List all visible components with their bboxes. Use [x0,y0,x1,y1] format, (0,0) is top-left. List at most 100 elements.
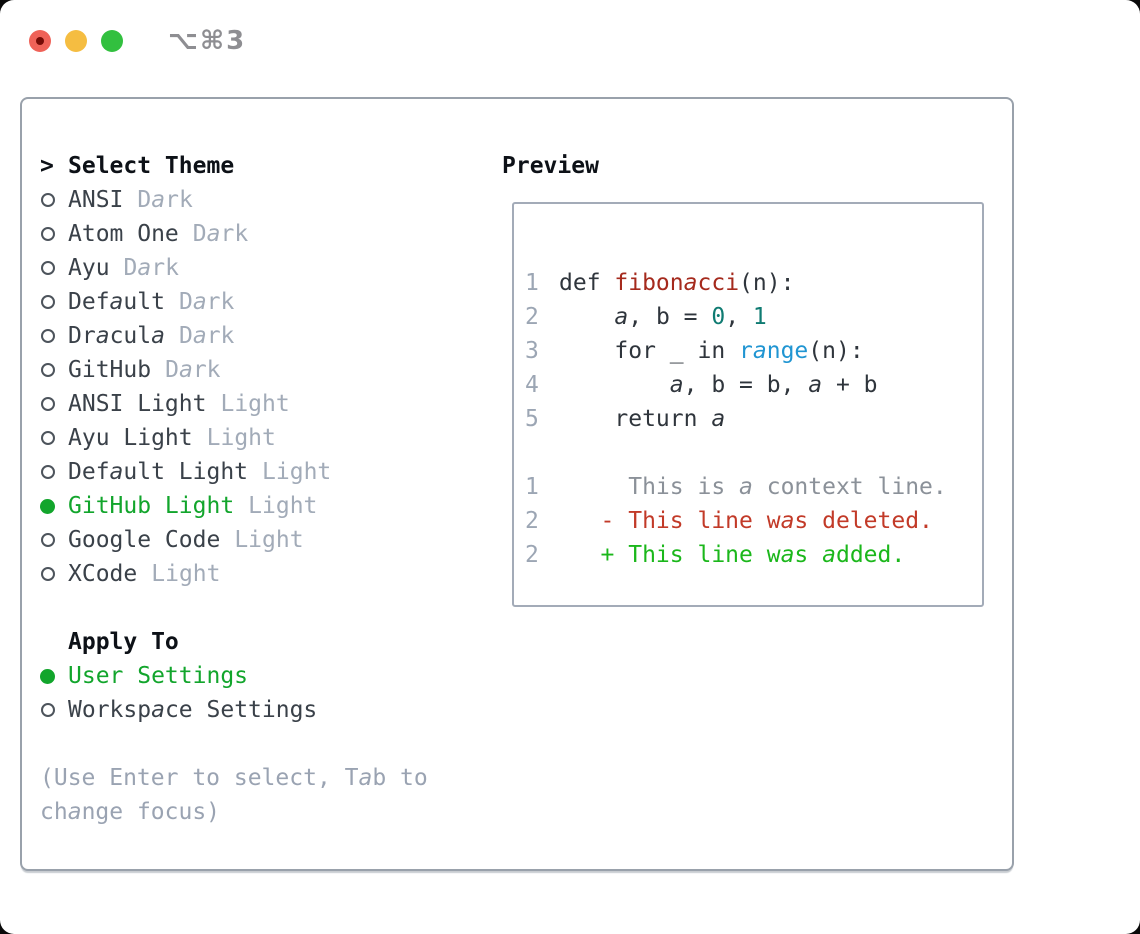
spacer [40,591,460,625]
apply-to-list: User Settings Workspace Settings [40,659,460,727]
code-line: 1 This is a context line. [525,470,978,504]
code-line: 3 for _ in range(n): [525,334,978,368]
theme-option[interactable]: ANSI Light Light [40,387,460,421]
code-line: 5 return a [525,402,978,436]
theme-variant-tag: Light [206,425,276,451]
apply-to-option-label: Workspace Settings [68,697,318,723]
theme-name-label: ANSI Light [68,391,207,417]
theme-name-label: Dracula [68,323,165,349]
prompt-caret-icon: > [40,153,54,179]
window-title-shortcut: ⌥⌘3 [168,26,247,56]
code-segment-function: fibonacci [614,270,740,296]
radio-icon [40,193,55,207]
theme-option[interactable]: Ayu Dark [40,251,460,285]
apply-to-option-label: User Settings [68,663,249,689]
line-number [525,436,539,470]
code-segment-code: def [559,270,615,296]
code-segment-code: a, b = b, a + b [669,372,878,398]
line-number: 1 [525,270,539,296]
code-segment-added: + This line was added. [559,542,906,568]
theme-name-label: Ayu Light [68,425,193,451]
line-number: 2 [525,304,539,330]
radio-icon [40,329,55,343]
theme-name-label: Default Light [68,459,249,485]
code-line: 2 + This line was added. [525,538,978,572]
code-line [525,436,978,470]
theme-option[interactable]: Dracula Dark [40,319,460,353]
theme-option[interactable]: GitHub Light Light [40,489,460,523]
theme-variant-tag: Dark [165,357,221,383]
theme-name-label: GitHub Light [68,493,235,519]
apply-to-option[interactable]: Workspace Settings [40,693,460,727]
code-segment-code: for _ in [559,338,740,364]
theme-name-label: Ayu [68,255,110,281]
select-theme-title: Select Theme [68,153,235,179]
theme-variant-tag: Light [234,527,304,553]
theme-name-label: ANSI [68,187,124,213]
line-number: 5 [525,406,539,432]
theme-option[interactable]: Ayu Light Light [40,421,460,455]
theme-list: ANSI Dark Atom One Dark Ayu Dark Default… [40,183,460,591]
theme-variant-tag: Dark [178,289,235,315]
theme-variant-tag: Dark [192,221,249,247]
theme-name-label: Google Code [68,527,221,553]
code-segment-code: return a [559,406,726,432]
theme-variant-tag: Light [151,561,221,587]
theme-variant-tag: Dark [123,255,179,281]
line-number: 4 [525,372,539,398]
line-number: 2 [525,542,539,568]
zoom-button-icon[interactable] [101,30,123,52]
keyboard-hint: (Use Enter to select, Tab to change focu… [40,765,428,825]
theme-variant-tag: Dark [137,187,193,213]
radio-icon [40,567,55,581]
theme-variant-tag: Dark [178,323,235,349]
theme-name-label: Atom One [68,221,179,247]
apply-to-option[interactable]: User Settings [40,659,460,693]
theme-option[interactable]: Default Dark [40,285,460,319]
theme-option[interactable]: ANSI Dark [40,183,460,217]
code-segment-context: This is a context line. [559,474,947,500]
code-segment-code: , [725,304,753,330]
code-segment-builtin: range [739,338,809,364]
radio-icon [40,703,55,717]
theme-option[interactable]: Google Code Light [40,523,460,557]
theme-name-label: XCode [68,561,138,587]
theme-option[interactable]: XCode Light [40,557,460,591]
code-line: 4 a, b = b, a + b [525,368,978,402]
apply-to-header-row: Apply To [40,625,460,659]
indent-spacer [40,625,55,659]
theme-name-label: Default [68,289,165,315]
radio-icon [40,465,55,479]
code-segment-code: (n): [808,338,864,364]
theme-option[interactable]: Default Light Light [40,455,460,489]
code-segment-number: 1 [752,304,767,330]
line-number: 1 [525,474,539,500]
preview-title: Preview [502,153,599,179]
apply-to-title: Apply To [68,629,179,655]
radio-icon [40,431,55,445]
theme-picker-column: > Select Theme ANSI Dark Atom One Dark A… [40,149,460,829]
theme-name-label: GitHub [68,357,152,383]
code-segment-code: (n): [739,270,795,296]
spacer [40,727,460,761]
radio-icon [40,363,55,377]
theme-option[interactable]: Atom One Dark [40,217,460,251]
line-number: 3 [525,338,539,364]
radio-selected-icon [40,498,55,514]
code-line: 1 def fibonacci(n): [525,266,978,300]
theme-variant-tag: Light [220,391,290,417]
radio-icon [40,227,55,241]
line-number: 2 [525,508,539,534]
close-button-icon[interactable] [29,30,51,52]
radio-icon [40,261,55,275]
radio-icon [40,295,55,309]
code-segment-deleted: - This line was deleted. [559,508,933,534]
code-segment-number: 0 [711,304,726,330]
theme-option[interactable]: GitHub Dark [40,353,460,387]
minimize-button-icon[interactable] [65,30,87,52]
radio-icon [40,397,55,411]
titlebar: ⌥⌘3 [29,26,246,56]
